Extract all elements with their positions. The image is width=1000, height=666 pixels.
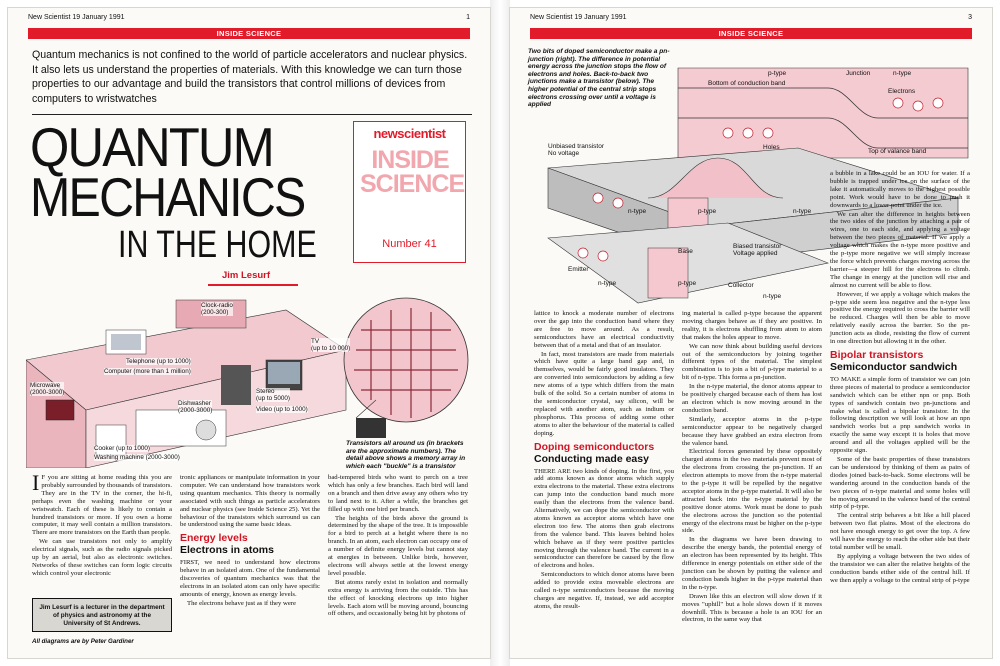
intro-text: Quantum mechanics is not confined to the… — [32, 49, 468, 105]
r-c2-p6: In the diagrams we have been drawing to … — [682, 536, 822, 591]
issue-number: Number 41 — [382, 238, 437, 250]
right-page-number: 3 — [968, 14, 972, 21]
r-c3-p5: Some of the basic properties of these tr… — [830, 456, 970, 511]
right-column-3: a bubble in a lake could be an IOU for w… — [830, 170, 970, 586]
diagram-caption: Two bits of doped semiconductor make a p… — [528, 48, 670, 109]
brand-logo: newscientist — [373, 126, 446, 141]
dl-junction: Junction — [846, 70, 871, 77]
dl-bottom-conduction: Bottom of conduction band — [708, 80, 786, 87]
r-c3-p7: By applying a voltage between the two si… — [830, 552, 970, 584]
left-column-2: tronic appliances or manipulate informat… — [180, 474, 320, 609]
left-header: New Scientist 19 January 1991 1 — [28, 14, 470, 26]
r-c1-p4: Semiconductors to which donor atoms have… — [534, 571, 674, 610]
dl-base: Base — [678, 248, 693, 255]
diagram-credit: All diagrams are by Peter Gardiner — [32, 638, 134, 645]
label-dishwasher: Dishwasher (2000-3000) — [178, 400, 213, 415]
dl-electrons: Electrons — [888, 88, 916, 95]
label-video: Video (up to 1000) — [256, 406, 308, 414]
left-header-date: New Scientist 19 January 1991 — [28, 14, 125, 21]
r-c2-p3: In the n-type material, the donor atoms … — [682, 383, 822, 414]
r-c2-p4: Similarly, acceptor atoms in the p-type … — [682, 415, 822, 447]
r-c1-p1: lattice to knock a moderate number of el… — [534, 310, 674, 349]
l-c1-p1: F you are sitting at home reading this y… — [32, 474, 172, 537]
r-c2-p7: Drawn like this an electron will slow do… — [682, 592, 822, 624]
l-c3-p3: But atoms rarely exist in isolation and … — [328, 578, 468, 618]
dropcap: I — [32, 470, 40, 495]
label-tv: TV (up to 10 000) — [311, 338, 351, 353]
l-c2-p2: FIRST, we need to understand how electro… — [180, 559, 320, 598]
page-gutter — [490, 0, 510, 666]
right-page: New Scientist 19 January 1991 3 INSIDE S… — [510, 8, 992, 658]
semiconductor-diagram: Two bits of doped semiconductor make a p… — [528, 48, 974, 308]
dl-p-type-top: p-type — [768, 70, 787, 77]
title-line-1: QUANTUM — [30, 116, 275, 178]
dl-unbiased: Unbiased transistor No voltage — [548, 143, 604, 157]
dl-n-type-d: n-type — [763, 293, 782, 300]
r-c3-p1: a bubble in a lake could be an IOU for w… — [830, 170, 970, 209]
author-bio: Jim Lesurf is a lecturer in the departme… — [32, 598, 172, 632]
brand-inside-science: INSIDE SCIENCE — [360, 146, 465, 198]
right-header-date: New Scientist 19 January 1991 — [530, 14, 627, 21]
dl-n-type-b: n-type — [793, 208, 812, 215]
subhead-conducting: Conducting made easy — [534, 452, 649, 465]
junction-drawing — [547, 67, 969, 304]
author-underline — [208, 284, 298, 286]
left-section-band: INSIDE SCIENCE — [28, 28, 470, 39]
l-c3-p1: bad-tempered birds who want to perch on … — [328, 474, 468, 513]
dl-biased: Biased transistor Voltage applied — [733, 243, 782, 257]
dl-p-type-a: p-type — [698, 208, 717, 215]
l-c2-p3: The electrons behave just as if they wer… — [187, 599, 296, 607]
right-header: New Scientist 19 January 1991 3 — [530, 14, 972, 26]
left-column-3: bad-tempered birds who want to perch on … — [328, 474, 468, 619]
title-line-3: IN THE HOME — [118, 224, 317, 266]
r-c3-p4: TO MAKE a simple form of transistor we c… — [830, 375, 970, 455]
l-c3-p2: The heights of the birds above the groun… — [328, 514, 468, 577]
intro-divider — [32, 114, 472, 115]
r-c1-p2: In fact, most transistors are made from … — [534, 350, 674, 437]
l-c2-p1: tronic appliances or manipulate informat… — [180, 474, 320, 529]
l-c1-p2: We can use transistors not only to ampli… — [32, 538, 172, 577]
dl-holes: Holes — [763, 144, 780, 151]
label-cooker: Cooker (up to 1000) — [94, 445, 151, 453]
dl-n-type-a: n-type — [628, 208, 647, 215]
label-telephone: Telephone (up to 1000) — [126, 358, 191, 366]
r-c2-p5: Electrical forces generated by these opp… — [682, 448, 822, 535]
subhead-energy-levels: Energy levels — [180, 532, 248, 545]
right-column-1: lattice to knock a moderate number of el… — [534, 310, 674, 612]
new-scientist-badge: newscientist INSIDE SCIENCE Number 41 — [353, 121, 466, 263]
dl-n-type-top: n-type — [893, 70, 912, 77]
subhead-bipolar: Bipolar transistors — [830, 348, 924, 361]
r-c2-p2: We can now think about building useful d… — [682, 342, 822, 382]
r-c3-p2: We can alter the difference in heights b… — [830, 210, 970, 289]
label-stereo: Stereo (up to 5000) — [256, 388, 290, 403]
dl-n-type-c: n-type — [598, 280, 617, 287]
label-microwave: Microwave (2000-3000) — [30, 382, 65, 397]
left-page-number: 1 — [466, 14, 470, 21]
label-washing-machine: Washing machine (2000-3000) — [94, 454, 180, 462]
r-c3-p3: However, if we apply a voltage which mak… — [830, 290, 970, 346]
dl-top-valance: Top of valance band — [868, 148, 927, 155]
dl-collector: Collector — [728, 282, 754, 289]
r-c3-p6: The central strip behaves a bit like a h… — [830, 512, 970, 551]
r-c1-p3: THERE ARE two kinds of doping. In the fi… — [534, 467, 674, 570]
right-section-band: INSIDE SCIENCE — [530, 28, 972, 39]
author-name: Jim Lesurf — [222, 270, 271, 281]
right-column-2: ing material is called p-type because th… — [682, 310, 822, 625]
dl-emitter: Emitter — [568, 266, 589, 273]
label-clock-radio: Clock-radio (200-300) — [201, 302, 233, 317]
subhead-electrons-in-atoms: Electrons in atoms — [180, 544, 274, 557]
r-c2-p1: ing material is called p-type because th… — [682, 310, 822, 341]
left-page: New Scientist 19 January 1991 1 INSIDE S… — [8, 8, 490, 658]
subhead-sandwich: Semiconductor sandwich — [830, 360, 958, 373]
house-illustration: Clock-radio (200-300) TV (up to 10 000) … — [25, 290, 472, 470]
illustration-caption: Transistors all around us (in brackets a… — [346, 440, 466, 470]
title-line-2: MECHANICS — [30, 166, 306, 228]
dl-p-type-c: p-type — [678, 280, 697, 287]
subhead-doping: Doping semiconductors — [534, 440, 655, 453]
label-computer: Computer (more than 1 million) — [104, 368, 191, 376]
